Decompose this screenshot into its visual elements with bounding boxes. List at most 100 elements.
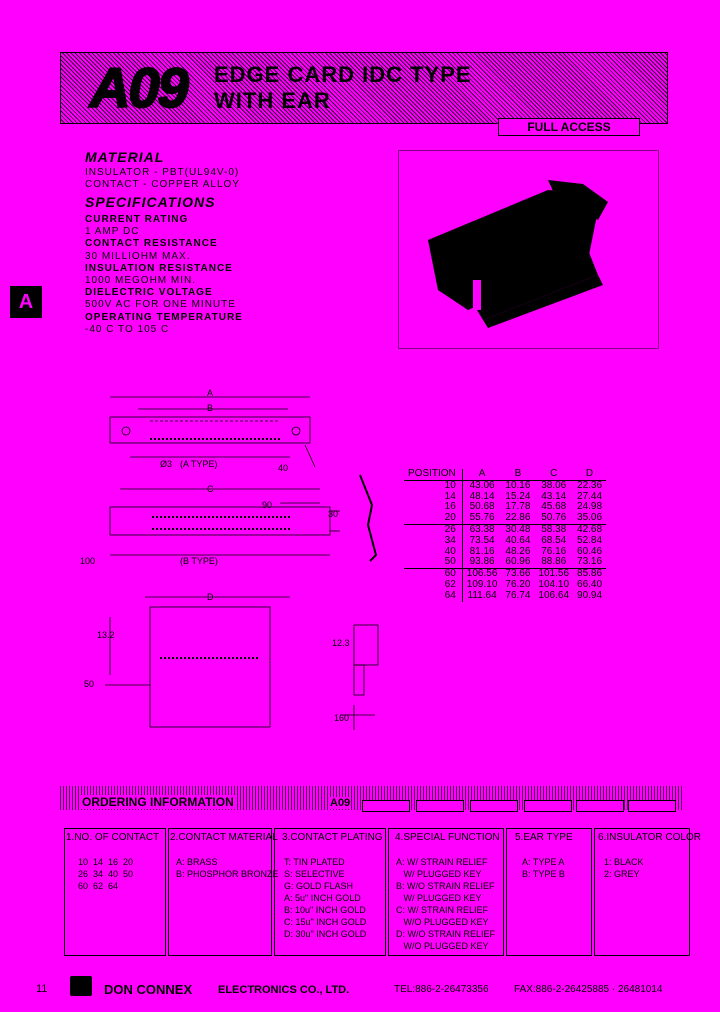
option-box-plating	[274, 828, 386, 956]
table-cell: 30.48	[505, 523, 531, 535]
table-cell: 88.86	[534, 556, 574, 570]
ordering-prefix: A09	[330, 797, 351, 809]
option-item: A: BRASS	[176, 857, 218, 867]
table-cell: 73.66	[505, 568, 531, 580]
table-cell: 60.46	[577, 545, 603, 557]
spec-value: 500V AC FOR ONE MINUTE	[85, 299, 236, 311]
table-cell: 73.54	[469, 534, 495, 546]
table-header: A	[462, 468, 502, 481]
header-title-line1: EDGE CARD IDC TYPE	[214, 62, 472, 87]
specifications-heading: SPECIFICATIONS	[85, 194, 216, 210]
table-cell: 81.16	[469, 545, 495, 557]
table-cell: 40.64	[505, 534, 531, 546]
company-name: DON CONNEX	[104, 982, 193, 997]
table-cell: 45.68	[541, 501, 567, 513]
option-item: 2: GREY	[604, 869, 640, 879]
option-item: D: W/O STRAIN RELIEF	[396, 929, 496, 939]
table-cell: 27.44	[577, 490, 603, 502]
option-box-contacts	[64, 828, 166, 956]
option-box-function	[388, 828, 504, 956]
table-cell: 101.56	[538, 568, 570, 580]
spec-label: DIELECTRIC VOLTAGE	[85, 287, 213, 299]
ordering-title: ORDERING INFORMATION	[80, 795, 236, 809]
a-type-label: (A TYPE)	[180, 459, 218, 469]
option-item: B: TYPE B	[522, 869, 565, 879]
table-cell-position: 34	[404, 535, 463, 547]
telephone: TEL:886-2-26473356	[394, 984, 489, 995]
header-title-line2: WITH EAR	[214, 88, 331, 113]
option-item: T: TIN PLATED	[284, 857, 345, 867]
company-suffix: ELECTRONICS CO., LTD.	[218, 984, 350, 996]
table-cell-position: 10	[404, 480, 463, 492]
dim-50: 50	[84, 679, 95, 689]
table-cell: 22.36	[577, 479, 603, 491]
option-title: 6.INSULATOR COLOR	[598, 832, 701, 843]
dim-160: 160	[334, 713, 350, 723]
table-header: C	[534, 468, 574, 481]
table-cell: 85.86	[577, 568, 603, 580]
table-cell: 50.76	[534, 512, 574, 525]
table-cell: 24.98	[577, 501, 603, 513]
table-cell-position: 62	[404, 579, 463, 591]
dim-90: 90	[262, 500, 273, 510]
table-cell-position: 60	[404, 568, 463, 580]
option-title: 1.NO. OF CONTACT	[66, 832, 160, 843]
table-cell: 42.68	[577, 523, 603, 535]
table-cell-position: 26	[404, 524, 463, 536]
table-cell-position: 14	[404, 491, 463, 503]
material-line: CONTACT - COPPER ALLOY	[85, 179, 240, 191]
option-item: B: PHOSPHOR BRONZE	[176, 869, 279, 879]
table-cell: 38.06	[541, 479, 567, 491]
table-cell: 17.78	[505, 501, 531, 513]
technical-drawing	[105, 396, 379, 730]
spec-label: INSULATION RESISTANCE	[85, 262, 233, 274]
table-cell: 76.74	[505, 589, 531, 601]
spec-value: -40 C TO 105 C	[85, 323, 170, 335]
option-item: W/ PLUGGED KEY	[396, 869, 482, 879]
product-photo	[398, 150, 659, 349]
dim-label-d: D	[207, 592, 214, 602]
spec-label: OPERATING TEMPERATURE	[85, 311, 243, 323]
material-list: INSULATOR - PBT(UL94V-0) CONTACT - COPPE…	[85, 167, 240, 191]
page-number: 11	[36, 983, 48, 995]
spec-label: CURRENT RATING	[85, 214, 189, 225]
option-item: D: 30u" INCH GOLD	[284, 929, 367, 939]
option-item: C: 15u" INCH GOLD	[284, 917, 367, 927]
dim-13-2: 13.2	[97, 630, 115, 640]
header-banner	[60, 52, 668, 124]
table-cell: 43.14	[541, 490, 567, 502]
option-title: 4.SPECIAL FUNCTION	[395, 832, 500, 843]
table-cell: 58.38	[541, 523, 567, 535]
option-item: A: 5u" INCH GOLD	[284, 893, 361, 903]
table-cell-position: 20	[404, 512, 463, 525]
feature-badge: FULL ACCESS	[498, 118, 640, 136]
table-cell: 76.20	[505, 578, 531, 590]
material-heading: MATERIAL	[85, 149, 165, 165]
option-item: S: SELECTIVE	[284, 869, 345, 879]
table-cell: 106.64	[538, 589, 570, 601]
table-cell: 43.06	[469, 479, 495, 491]
table-cell-position: 50	[404, 556, 463, 570]
table-cell: 35.06	[573, 512, 607, 525]
table-cell: 10.16	[505, 479, 531, 491]
option-title: 2.CONTACT MATERIAL	[170, 832, 278, 843]
dim-100: 100	[80, 556, 96, 566]
option-item: A: W/ STRAIN RELIEF	[396, 857, 488, 867]
table-cell: 66.40	[577, 578, 603, 590]
dim-30: 30	[328, 509, 339, 519]
dim-40: 40	[278, 463, 289, 473]
spec-label: CONTACT RESISTANCE	[85, 238, 218, 250]
table-cell: 50.68	[469, 501, 495, 513]
table-cell: 106.56	[466, 568, 498, 580]
table-cell: 90.94	[577, 589, 603, 601]
dim-label-b: B	[207, 403, 214, 413]
order-code-box	[524, 800, 572, 812]
